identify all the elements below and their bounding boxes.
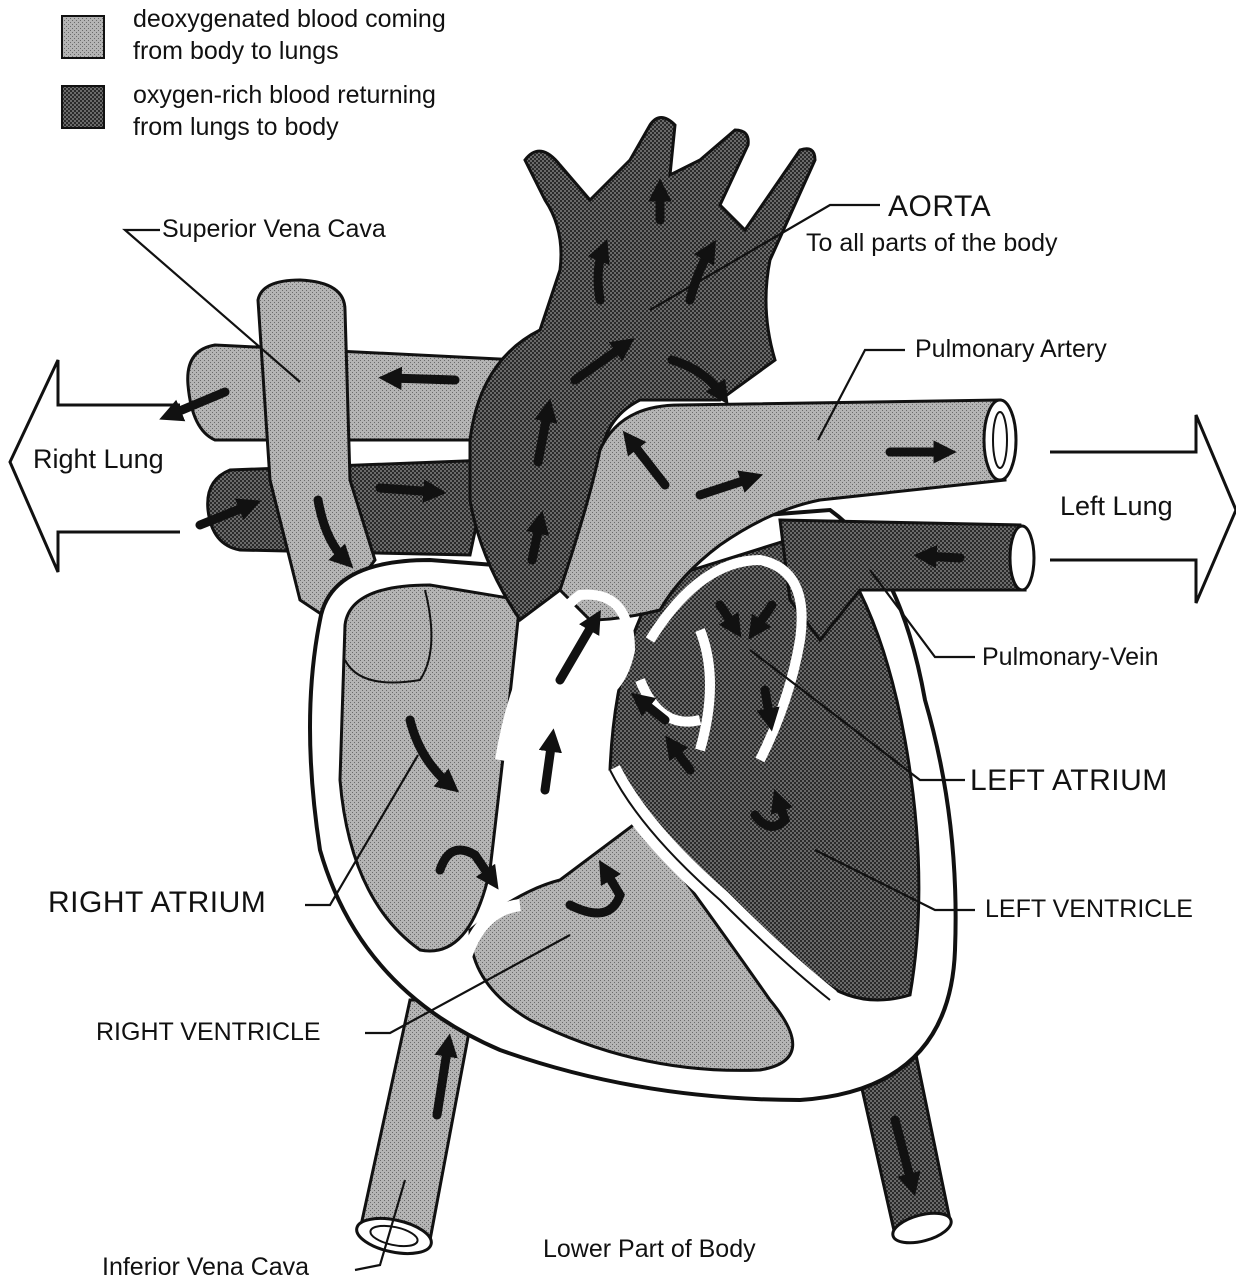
label-lower-part-of-body: Lower Part of Body (543, 1236, 756, 1264)
legend-swatch-deoxygenated (62, 16, 104, 58)
legend-swatch-oxygenated (62, 86, 104, 128)
pulmonary-vein-opening (1010, 526, 1034, 590)
label-right-lung: Right Lung (33, 445, 164, 475)
superior-vena-cava (258, 280, 375, 620)
legend-deoxygenated-line1: deoxygenated blood coming (133, 6, 446, 34)
label-left-ventricle: LEFT VENTRICLE (985, 896, 1193, 924)
label-inferior-vena-cava: Inferior Vena Cava (102, 1254, 309, 1282)
legend-oxygenated-line2: from lungs to body (133, 114, 339, 142)
label-left-lung: Left Lung (1060, 492, 1173, 522)
label-aorta: AORTA (888, 190, 991, 223)
right-pulmonary-artery (188, 345, 520, 440)
inferior-vena-cava (360, 1000, 475, 1240)
label-pulmonary-vein: Pulmonary-Vein (982, 644, 1158, 672)
label-right-ventricle: RIGHT VENTRICLE (96, 1019, 321, 1047)
legend-deoxygenated-line2: from body to lungs (133, 38, 339, 66)
label-pulmonary-artery: Pulmonary Artery (915, 336, 1107, 364)
label-aorta-subtitle: To all parts of the body (806, 230, 1058, 258)
label-left-atrium: LEFT ATRIUM (970, 764, 1168, 797)
legend-oxygenated-line1: oxygen-rich blood returning (133, 82, 436, 110)
label-right-atrium: RIGHT ATRIUM (48, 886, 266, 919)
label-superior-vena-cava: Superior Vena Cava (162, 216, 386, 244)
